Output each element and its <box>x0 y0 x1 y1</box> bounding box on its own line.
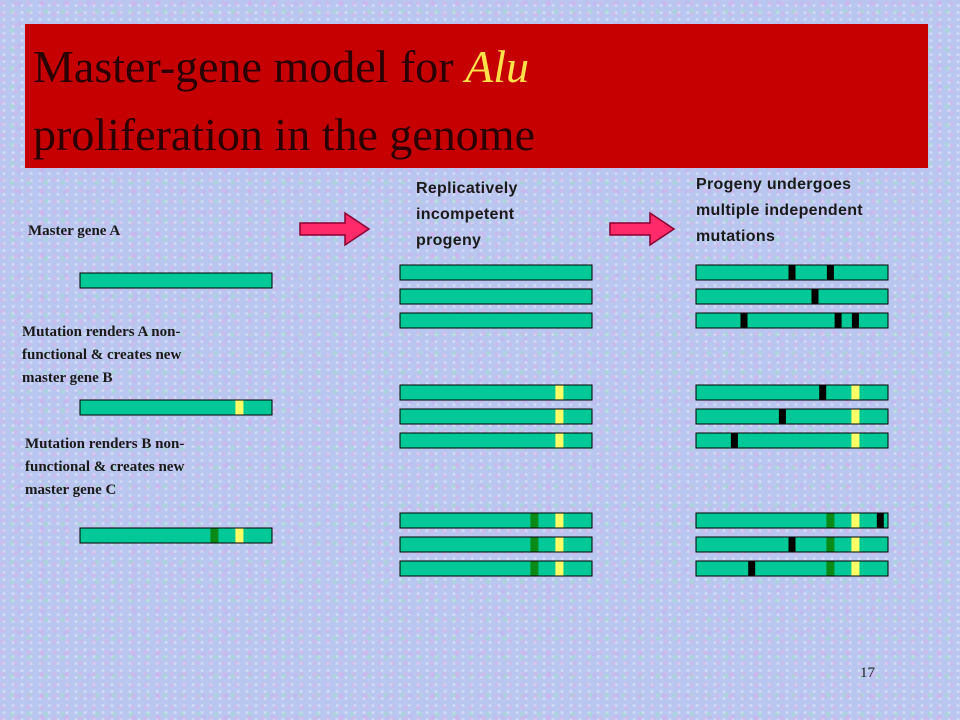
gene-bar-body <box>695 432 889 449</box>
mutation-c-marker <box>530 513 539 528</box>
gene-bar-body <box>399 560 593 577</box>
independent-mutation-marker <box>740 313 748 328</box>
gene-bar-body <box>695 512 889 529</box>
mutation-b-marker <box>851 561 860 576</box>
mutation-b-marker <box>235 528 244 543</box>
mutation-b-marker <box>851 433 860 448</box>
independent-mutation-marker <box>851 313 859 328</box>
gene-bar-body <box>695 288 889 305</box>
mutation-b-marker <box>555 433 564 448</box>
mutation-c-marker <box>530 537 539 552</box>
progeny-gene-bar <box>399 560 593 577</box>
independent-mutation-marker <box>826 265 834 280</box>
heading-mutations-line: multiple independent <box>696 202 863 219</box>
gene-bar-body <box>399 512 593 529</box>
independent-mutation-marker <box>788 265 796 280</box>
master-gene-c <box>79 527 273 544</box>
mutated-progeny-gene-bar <box>695 432 889 449</box>
label-master-gene-a: Master gene A <box>28 223 121 239</box>
progeny-gene-bar <box>399 264 593 281</box>
heading-progeny-line: incompetent <box>416 206 515 223</box>
progeny-gene-bar <box>399 408 593 425</box>
gene-bar-body <box>399 312 593 329</box>
slide-title-line1: Master-gene model for Alu <box>33 42 529 92</box>
label-mutation-b-line: master gene B <box>22 370 113 386</box>
gene-bar-body <box>399 384 593 401</box>
independent-mutation-marker <box>748 561 756 576</box>
independent-mutation-marker <box>811 289 819 304</box>
arrow-to-mutations <box>609 211 676 247</box>
gene-bar-body <box>79 399 273 416</box>
gene-bar-body <box>695 408 889 425</box>
title-italic-alu: Alu <box>465 41 529 92</box>
slide-title-line2: proliferation in the genome <box>33 109 536 160</box>
independent-mutation-marker <box>788 537 796 552</box>
mutation-c-marker <box>826 513 835 528</box>
mutation-b-marker <box>851 385 860 400</box>
mutation-b-marker <box>851 409 860 424</box>
mutation-b-marker <box>851 537 860 552</box>
gene-bar-body <box>399 432 593 449</box>
mutation-c-marker <box>210 528 219 543</box>
label-mutation-b-line: Mutation renders A non- <box>22 324 181 340</box>
mutated-progeny-gene-bar <box>695 512 889 529</box>
gene-bar-body <box>79 527 273 544</box>
progeny-gene-bar <box>399 512 593 529</box>
progeny-gene-bar <box>399 288 593 305</box>
mutated-progeny-gene-bar <box>695 288 889 305</box>
mutated-progeny-gene-bar <box>695 536 889 553</box>
heading-progeny-line: progeny <box>416 232 482 249</box>
mutation-c-marker <box>826 561 835 576</box>
page-number: 17 <box>860 665 875 681</box>
mutation-c-marker <box>530 561 539 576</box>
progeny-gene-bar <box>399 536 593 553</box>
mutation-b-marker <box>235 400 244 415</box>
progeny-gene-bar <box>399 384 593 401</box>
heading-mutations-line: mutations <box>696 228 776 245</box>
heading-mutations: Progeny undergoes multiple independent m… <box>696 172 863 250</box>
label-mutation-b: Mutation renders A non- functional & cre… <box>22 321 181 390</box>
mutation-b-marker <box>851 513 860 528</box>
label-mutation-b-line: functional & creates new <box>22 347 182 363</box>
mutated-progeny-gene-bar <box>695 384 889 401</box>
independent-mutation-marker <box>730 433 738 448</box>
gene-bar-body <box>695 312 889 329</box>
master-gene-a <box>79 272 273 289</box>
mutation-b-marker <box>555 561 564 576</box>
mutated-progeny-gene-bar <box>695 408 889 425</box>
mutation-b-marker <box>555 537 564 552</box>
mutated-progeny-gene-bar <box>695 312 889 329</box>
mutation-b-marker <box>555 409 564 424</box>
mutation-b-marker <box>555 385 564 400</box>
independent-mutation-marker <box>834 313 842 328</box>
heading-progeny-line: Replicatively <box>416 180 518 197</box>
title-banner <box>25 24 928 168</box>
independent-mutation-marker <box>819 385 827 400</box>
mutated-progeny-gene-bar <box>695 264 889 281</box>
gene-bar-body <box>399 536 593 553</box>
gene-bar-body <box>79 272 273 289</box>
progeny-gene-bar <box>399 312 593 329</box>
label-mutation-c: Mutation renders B non- functional & cre… <box>25 433 184 502</box>
independent-mutation-marker <box>876 513 884 528</box>
gene-bar-body <box>695 384 889 401</box>
label-mutation-c-line: functional & creates new <box>25 459 185 475</box>
label-mutation-c-line: master gene C <box>25 482 117 498</box>
title-prefix: Master-gene model for <box>33 41 466 92</box>
gene-bar-body <box>399 288 593 305</box>
progeny-gene-bar <box>399 432 593 449</box>
gene-bar-body <box>695 560 889 577</box>
gene-bar-body <box>399 408 593 425</box>
heading-mutations-line: Progeny undergoes <box>696 176 852 193</box>
mutated-progeny-gene-bar <box>695 560 889 577</box>
heading-progeny: Replicatively incompetent progeny <box>416 176 518 254</box>
master-gene-b <box>79 399 273 416</box>
mutation-c-marker <box>826 537 835 552</box>
arrow-to-progeny <box>299 211 371 247</box>
gene-bar-body <box>399 264 593 281</box>
mutation-b-marker <box>555 513 564 528</box>
label-mutation-c-line: Mutation renders B non- <box>25 436 185 452</box>
independent-mutation-marker <box>778 409 786 424</box>
